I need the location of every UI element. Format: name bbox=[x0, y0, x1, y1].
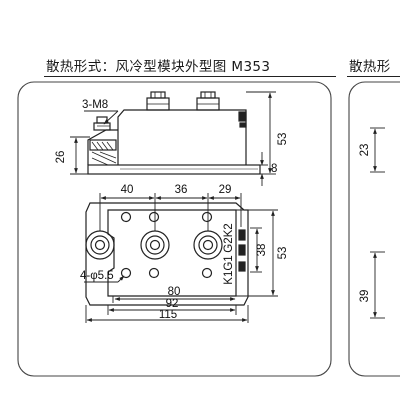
mounting-hole bbox=[201, 211, 213, 223]
terminal-label-g2k2: G2K2 bbox=[223, 223, 235, 252]
dim-width-total: 115 bbox=[159, 309, 177, 321]
dim-pitch-1: 40 bbox=[121, 184, 134, 196]
dim-width-mid: 92 bbox=[166, 298, 179, 310]
mounting-hole bbox=[148, 267, 160, 279]
title-divider bbox=[44, 76, 336, 77]
terminal-right bbox=[193, 230, 223, 260]
mounting-hole bbox=[120, 211, 132, 223]
mounting-hole bbox=[120, 267, 132, 279]
terminal-center bbox=[140, 230, 170, 260]
mounting-hole bbox=[201, 267, 213, 279]
module-body bbox=[117, 109, 247, 165]
right-dim-lower: 39 bbox=[359, 290, 371, 303]
body-outline bbox=[107, 209, 237, 297]
dim-height-total: 53 bbox=[277, 133, 289, 146]
dim-height-base: 26 bbox=[55, 151, 67, 164]
screw-size-label: 3-M8 bbox=[82, 99, 108, 111]
right-title-divider bbox=[347, 76, 400, 77]
hole-size-label: 4-φ5.5 bbox=[80, 270, 114, 282]
dim-pitch-2: 36 bbox=[175, 184, 188, 196]
right-panel-drawing bbox=[370, 127, 385, 319]
terminal-left bbox=[85, 230, 115, 260]
right-panel-frame bbox=[348, 81, 400, 377]
right-dim-upper: 23 bbox=[359, 144, 371, 157]
top-view bbox=[85, 202, 249, 306]
dim-width-inner: 80 bbox=[168, 286, 181, 298]
dim-height-inner: 38 bbox=[256, 244, 268, 257]
right-panel-title: 散热形 bbox=[349, 59, 391, 75]
base-plate bbox=[87, 164, 261, 175]
dim-height-total-top: 53 bbox=[277, 247, 289, 260]
main-panel-frame bbox=[17, 81, 332, 377]
dim-pitch-3: 29 bbox=[219, 184, 232, 196]
base-plate-outline bbox=[85, 202, 249, 306]
side-view bbox=[87, 91, 261, 175]
dim-base-thickness: 8 bbox=[271, 163, 277, 175]
mounting-hole bbox=[148, 211, 160, 223]
terminal-label-k1g1: K1G1 bbox=[223, 255, 235, 284]
left-terminal-nut bbox=[93, 122, 111, 131]
main-panel-title: 散热形式：风冷型模块外型图 M353 bbox=[46, 59, 271, 75]
